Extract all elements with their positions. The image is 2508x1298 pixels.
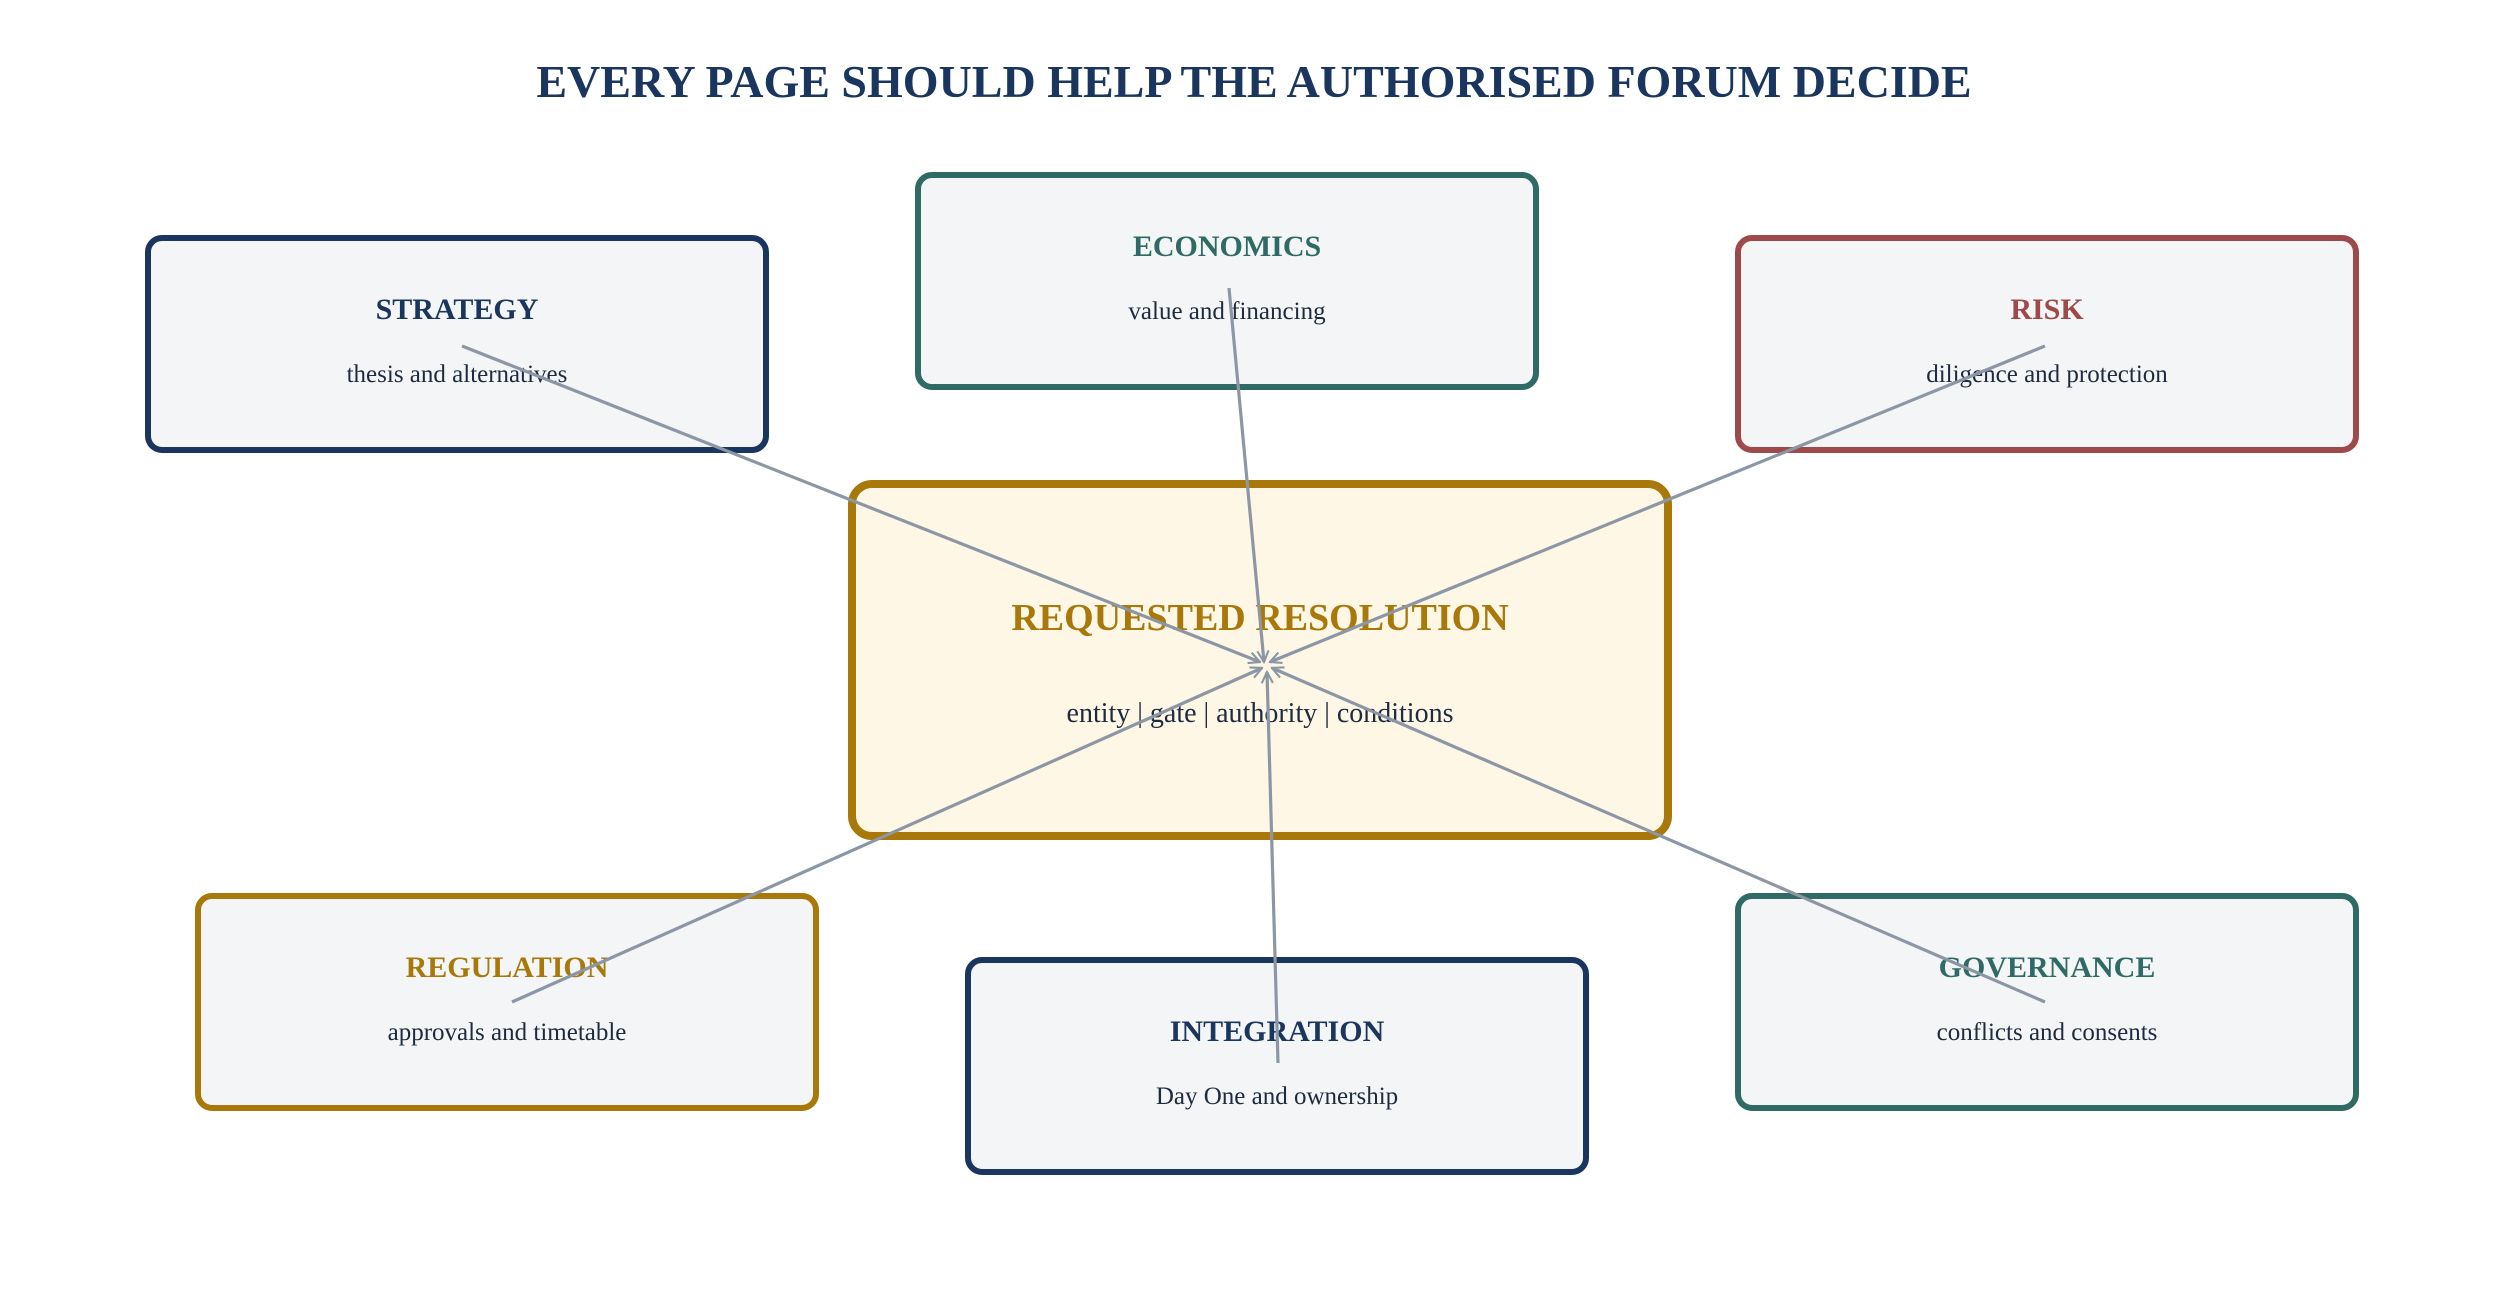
governance-title: GOVERNANCE [1939,951,2156,984]
governance-subtitle: conflicts and consents [1937,1019,2158,1046]
node-strategy: STRATEGY thesis and alternatives [145,235,769,453]
regulation-title: REGULATION [406,951,609,984]
regulation-subtitle: approvals and timetable [388,1019,627,1046]
regulation-box [195,893,819,1111]
arrow-economics-to-center [1227,287,1264,662]
node-governance: GOVERNANCE conflicts and consents [1735,893,2359,1111]
node-risk: RISK diligence and protection [1735,235,2359,453]
arrow-risk-to-center [1270,344,2046,662]
strategy-box [145,235,769,453]
risk-subtitle: diligence and protection [1926,361,2168,388]
economics-title: ECONOMICS [1133,230,1321,263]
center-subtitle: entity | gate | authority | conditions [1067,698,1454,729]
page-title: EVERY PAGE SHOULD HELP THE AUTHORISED FO… [536,56,1971,107]
economics-box [915,172,1539,390]
node-economics: ECONOMICS value and financing [915,172,1539,390]
node-regulation: REGULATION approvals and timetable [195,893,819,1111]
economics-subtitle: value and financing [1128,298,1326,325]
strategy-title: STRATEGY [376,293,539,326]
center-node: REQUESTED RESOLUTION entity | gate | aut… [848,480,1672,840]
risk-box [1735,235,2359,453]
connector-arrows [461,287,2046,1064]
governance-box [1735,893,2359,1111]
integration-subtitle: Day One and ownership [1156,1083,1398,1110]
arrow-strategy-to-center [461,344,1260,662]
arrow-regulation-to-center [511,668,1262,1004]
arrow-governance-to-center [1272,668,2046,1004]
integration-box [965,957,1589,1175]
center-box [848,480,1672,840]
arrow-integration-to-center [1267,672,1280,1064]
risk-title: RISK [2010,293,2084,326]
